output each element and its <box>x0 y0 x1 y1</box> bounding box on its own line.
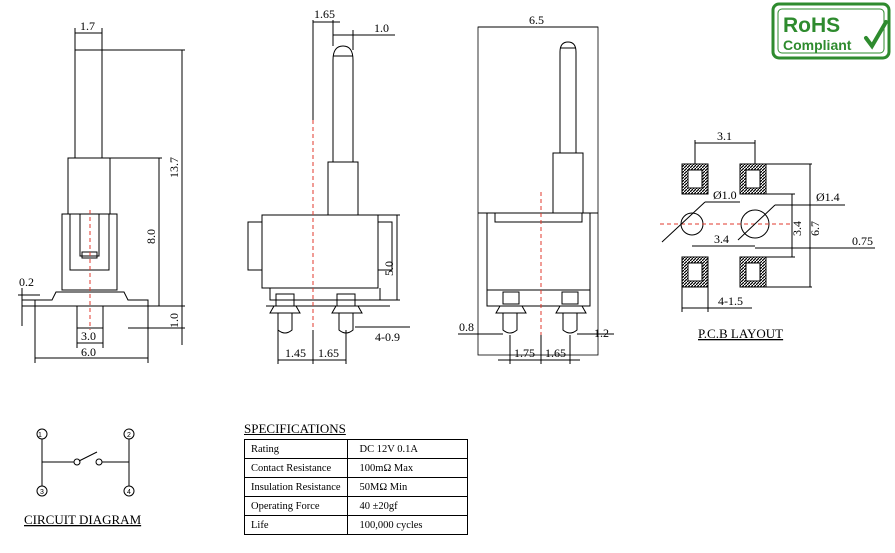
back-view <box>458 26 614 364</box>
front-view <box>247 20 410 364</box>
specifications-title: SPECIFICATIONS <box>244 421 346 436</box>
rohs-badge: RoHS Compliant <box>771 2 891 60</box>
pcb-layout <box>660 140 875 312</box>
spec-value: DC 12V 0.1A <box>346 439 468 459</box>
dim-side-height-body: 8.0 <box>144 229 158 244</box>
side-view-cap <box>67 157 111 215</box>
dim-pcb-hole-spacing: 3.4 <box>714 232 729 246</box>
dim-side-width-top: 1.7 <box>80 19 95 33</box>
dim-pcb-pad-spacing: 3.1 <box>717 129 732 143</box>
specifications: SPECIFICATIONS Rating DC 12V 0.1A Contac… <box>244 421 468 535</box>
pcb-layout-title: P.C.B LAYOUT <box>698 326 783 341</box>
spec-label: Operating Force <box>244 496 348 516</box>
front-view-cap <box>327 161 359 216</box>
table-row: Life 100,000 cycles <box>244 515 468 535</box>
dim-front-lever-width: 1.0 <box>374 21 389 35</box>
pcb-pad <box>739 163 767 195</box>
dim-side-thickness: 0.2 <box>19 275 34 289</box>
circuit-pin-label-4: 4 <box>127 489 131 496</box>
spec-label: Contact Resistance <box>244 458 348 478</box>
dim-front-pitch-left: 1.45 <box>285 346 306 360</box>
dim-side-pin-pitch: 3.0 <box>81 329 96 343</box>
side-view <box>18 28 185 363</box>
back-view-lever <box>559 41 577 153</box>
rohs-line1: RoHS <box>783 14 840 37</box>
circuit-pin-label-3: 3 <box>40 489 44 496</box>
back-view-housing <box>486 212 591 291</box>
circuit-diagram <box>36 428 135 497</box>
dim-back-pitch-right: 1.65 <box>545 346 566 360</box>
circuit-pin-label-2: 2 <box>127 432 131 439</box>
dim-back-pin-left: 0.8 <box>459 320 474 334</box>
rohs-line2: Compliant <box>783 37 852 53</box>
side-view-lever <box>74 49 103 159</box>
back-view-pin-left <box>502 313 518 334</box>
spec-value: 40 ±20gf <box>346 496 468 516</box>
back-view-pin-right <box>562 313 578 334</box>
circuit-pin-label-1: 1 <box>38 432 42 439</box>
dim-back-pin-right: 1.2 <box>594 326 609 340</box>
dim-pcb-pad-size: 4-1.5 <box>718 294 743 308</box>
dim-front-body-height: 5.0 <box>382 261 396 276</box>
dim-pcb-hole-small: Ø1.0 <box>713 188 737 202</box>
dim-pcb-row-spacing: 3.4 <box>790 221 804 236</box>
dim-pcb-overall: 6.7 <box>808 221 822 236</box>
dim-pcb-hole-large: Ø1.4 <box>816 190 840 204</box>
dim-front-lever-offset: 1.65 <box>314 7 335 21</box>
back-view-cap <box>552 152 584 214</box>
circuit-switch-arm <box>78 451 98 462</box>
front-view-pin-left <box>277 313 293 334</box>
circuit-contact <box>95 458 103 466</box>
dim-side-base-height: 1.0 <box>167 313 181 328</box>
dim-front-pins: 4-0.9 <box>375 330 400 344</box>
spec-value: 100mΩ Max <box>346 458 468 478</box>
table-row: Rating DC 12V 0.1A <box>244 439 468 459</box>
circuit-diagram-title: CIRCUIT DIAGRAM <box>24 512 142 527</box>
checkmark-icon <box>864 20 888 50</box>
spec-label: Insulation Resistance <box>244 477 348 497</box>
front-view-lever <box>332 45 354 162</box>
specifications-table: Rating DC 12V 0.1A Contact Resistance 10… <box>244 439 468 535</box>
table-row: Operating Force 40 ±20gf <box>244 496 468 516</box>
pcb-pad <box>739 256 767 288</box>
spec-label: Life <box>244 515 348 535</box>
dim-back-pitch-left: 1.75 <box>514 346 535 360</box>
dim-back-width-total: 6.5 <box>529 13 544 27</box>
dim-side-width-base: 6.0 <box>81 345 96 359</box>
table-row: Contact Resistance 100mΩ Max <box>244 458 468 478</box>
front-view-housing <box>261 214 379 289</box>
spec-value: 50MΩ Min <box>346 477 468 497</box>
table-row: Insulation Resistance 50MΩ Min <box>244 477 468 497</box>
side-view-base <box>34 291 149 307</box>
spec-label: Rating <box>244 439 348 459</box>
dim-pcb-offset: 0.75 <box>852 234 873 248</box>
spec-value: 100,000 cycles <box>346 515 468 535</box>
dim-front-pitch-right: 1.65 <box>318 346 339 360</box>
circuit-contact <box>73 458 81 466</box>
dim-side-height-total: 13.7 <box>167 157 181 178</box>
